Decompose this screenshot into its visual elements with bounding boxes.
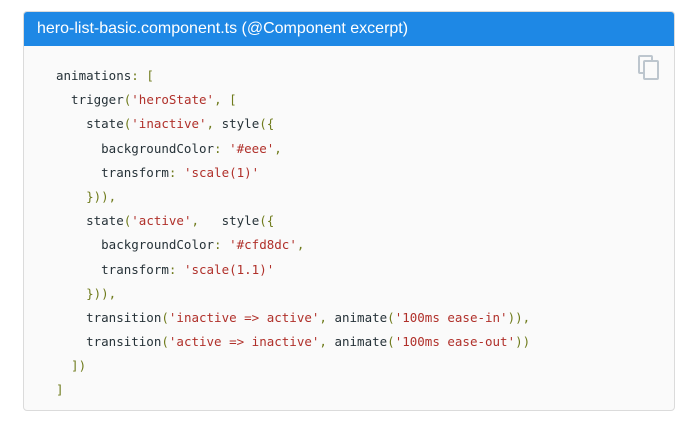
code-token: , (296, 237, 305, 253)
code-token: )) (515, 334, 531, 350)
code-token: ( (161, 309, 169, 325)
copy-icon (638, 55, 659, 80)
code-token: trigger (56, 92, 124, 108)
code-token: style (221, 213, 260, 229)
code-line: transition('inactive => active', animate… (56, 306, 530, 330)
code-token: ( (387, 334, 395, 350)
code-token: , (274, 140, 282, 156)
code-token: state (56, 213, 124, 229)
code-line: ]) (56, 354, 530, 378)
code-token: , [ (214, 92, 237, 108)
code-token: : (214, 237, 230, 253)
code-token: animate (334, 309, 388, 325)
code-token: ( (123, 92, 132, 108)
code-token: , (319, 309, 335, 325)
code-token: ({ (259, 213, 275, 229)
copy-code-button[interactable] (638, 55, 660, 81)
code-token: transform (56, 164, 169, 180)
code-token: : (168, 261, 184, 277)
code-token: : (214, 140, 230, 156)
code-token: 'active' (131, 213, 192, 229)
code-token: ({ (259, 116, 275, 132)
code-token: backgroundColor (56, 140, 215, 156)
code-line: state('active', style({ (56, 209, 530, 233)
code-line: })), (56, 185, 530, 209)
code-token: animate (334, 334, 388, 350)
code-token: style (221, 116, 260, 132)
code-token: ( (123, 213, 132, 229)
code-token: , (319, 334, 335, 350)
code-token: 'active => inactive' (168, 334, 320, 350)
code-line: backgroundColor: '#cfd8dc', (56, 233, 530, 257)
code-line: trigger('heroState', [ (56, 88, 530, 112)
code-token: })), (56, 285, 117, 301)
code-token: animations (56, 68, 132, 83)
code-token: })), (56, 188, 117, 204)
code-token: )), (507, 309, 531, 325)
code-token: transition (56, 334, 162, 350)
code-token: ]) (56, 358, 87, 374)
code-token: 'inactive => active' (168, 309, 320, 325)
code-line: ] (56, 378, 530, 402)
code-token: '#eee' (229, 140, 275, 156)
code-line: backgroundColor: '#eee', (56, 137, 530, 161)
code-token: ( (387, 309, 395, 325)
code-token: 'heroState' (131, 92, 215, 108)
code-token: : [ (131, 68, 154, 83)
code-token: : (168, 164, 184, 180)
code-token: ] (56, 382, 64, 398)
code-token: ( (123, 116, 132, 132)
code-token: transition (56, 309, 162, 325)
code-line: transition('active => inactive', animate… (56, 330, 530, 354)
code-line: animations: [ (56, 64, 530, 88)
code-token: 'inactive' (131, 116, 207, 132)
code-line: state('inactive', style({ (56, 112, 530, 136)
code-token: , (191, 213, 222, 229)
code-example-title: hero-list-basic.component.ts (@Component… (24, 12, 674, 46)
code-token: '100ms ease-out' (394, 334, 516, 350)
code-token: transform (56, 261, 169, 277)
code-token: backgroundColor (56, 237, 215, 253)
code-token: ( (161, 334, 169, 350)
code-token: '#cfd8dc' (229, 237, 297, 253)
code-example-panel: hero-list-basic.component.ts (@Component… (23, 11, 675, 411)
code-line: })), (56, 282, 530, 306)
code-line: transform: 'scale(1.1)' (56, 258, 530, 282)
code-token: , (206, 116, 222, 132)
code-line: transform: 'scale(1)' (56, 161, 530, 185)
code-token: 'scale(1.1)' (183, 261, 275, 277)
code-token: '100ms ease-in' (394, 309, 508, 325)
code-token: 'scale(1)' (183, 164, 260, 180)
code-token: state (56, 116, 124, 132)
code-block: animations: [ trigger('heroState', [ sta… (56, 64, 530, 403)
